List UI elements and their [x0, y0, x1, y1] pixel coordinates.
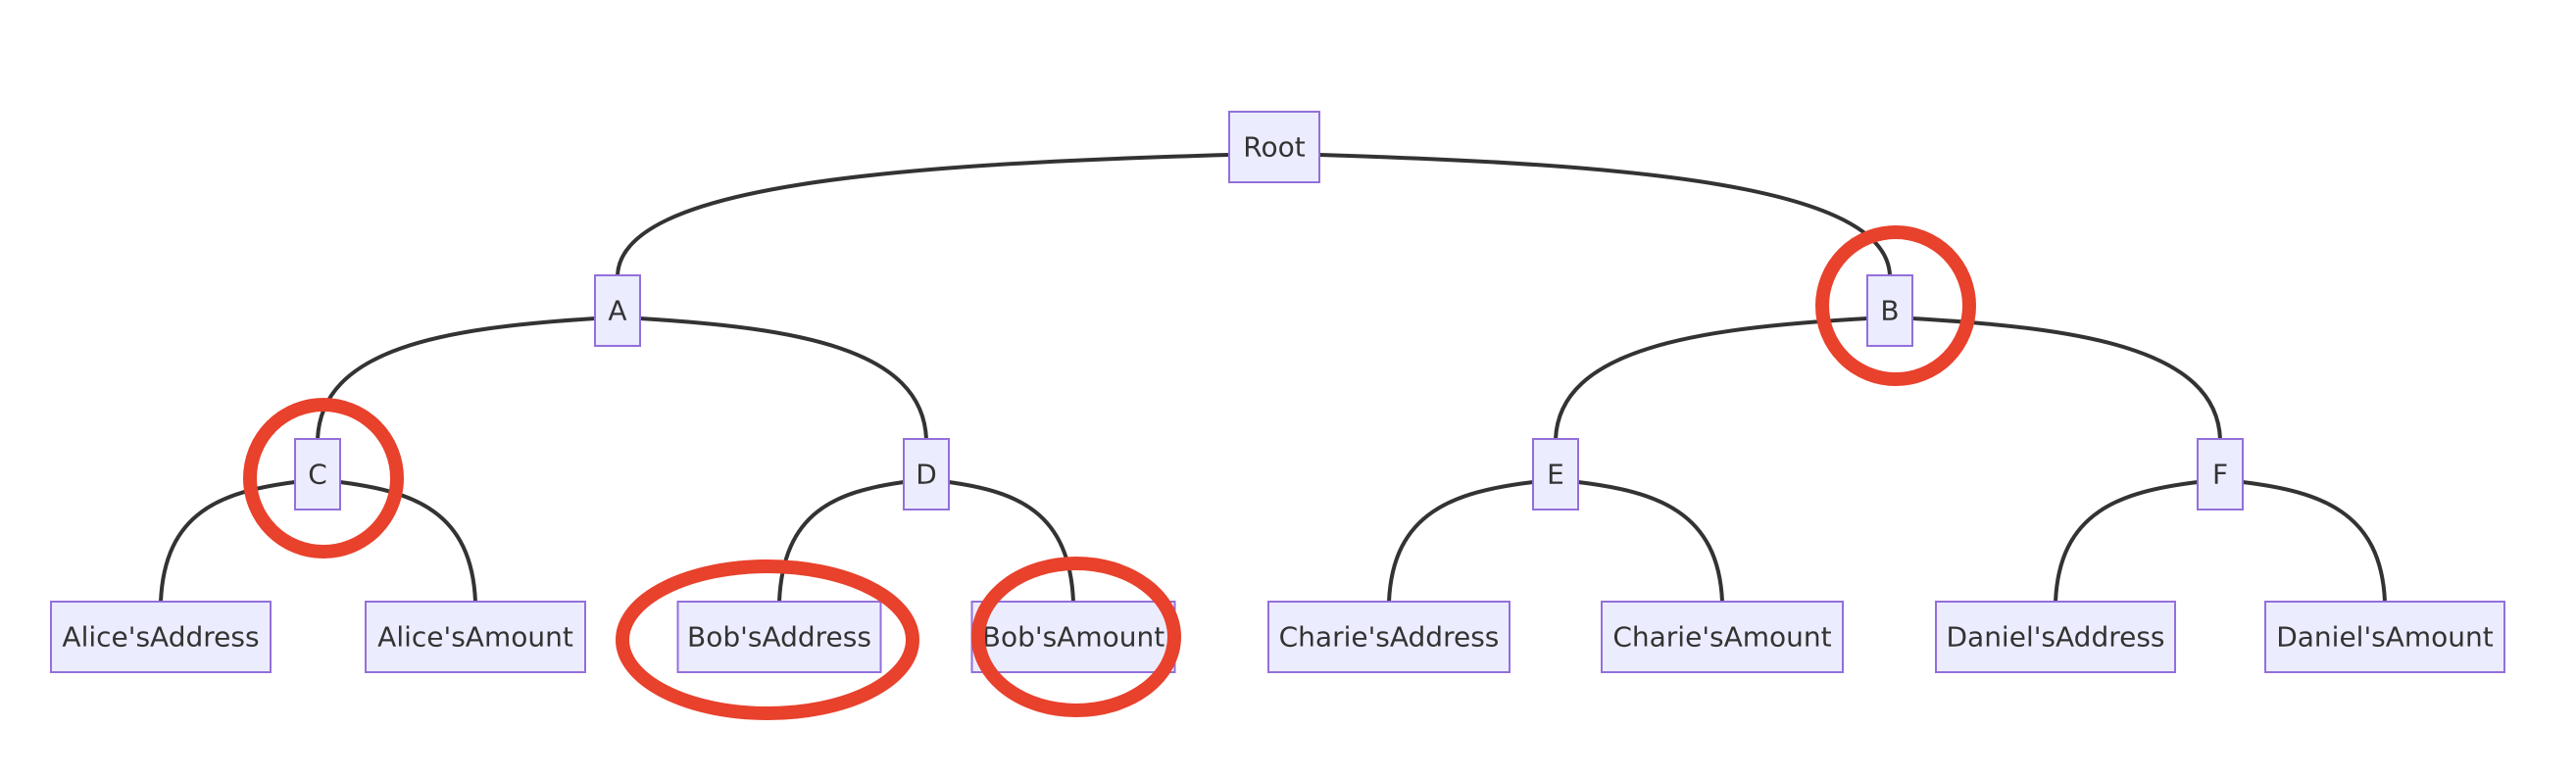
edges-layer [159, 153, 2387, 603]
edge-c-alice_amount [339, 480, 477, 603]
node-box [50, 601, 272, 673]
node-box [1935, 601, 2176, 673]
node-charie-amount: Charie'sAmount [1601, 601, 1844, 673]
node-label: Charie'sAmount [1612, 621, 1831, 654]
node-label: Bob'sAmount [982, 621, 1164, 654]
highlight-circle-c [243, 398, 404, 559]
node-label: E [1547, 459, 1564, 491]
node-daniel-address: Daniel'sAddress [1935, 601, 2176, 673]
edge-root-a [616, 153, 1230, 276]
node-label: Bob'sAddress [687, 621, 871, 654]
node-label: D [916, 459, 937, 491]
edge-b-e [1554, 316, 1868, 440]
edge-c-alice_address [159, 480, 296, 603]
edge-root-b [1318, 153, 1892, 276]
node-label: F [2212, 459, 2228, 491]
highlight-marks-layer [243, 225, 1976, 720]
node-box [1866, 274, 1913, 347]
node-root: Root [1228, 111, 1320, 183]
node-box [365, 601, 586, 673]
node-e: E [1532, 438, 1579, 511]
edge-e-charie_amount [1577, 480, 1724, 603]
node-bob-address: Bob'sAddress [676, 601, 882, 673]
node-box [676, 601, 882, 673]
node-label: A [608, 295, 626, 327]
highlight-circle-bob-amount [971, 557, 1181, 717]
node-f: F [2197, 438, 2244, 511]
node-alice-amount: Alice'sAmount [365, 601, 586, 673]
node-label: Charie'sAddress [1279, 621, 1500, 654]
node-c: C [294, 438, 341, 511]
node-box [970, 601, 1176, 673]
node-box [2264, 601, 2505, 673]
node-charie-address: Charie'sAddress [1267, 601, 1511, 673]
edge-e-charie_address [1387, 480, 1534, 603]
node-box [594, 274, 641, 347]
edge-f-daniel_address [2054, 480, 2199, 603]
node-alice-address: Alice'sAddress [50, 601, 272, 673]
node-box [1532, 438, 1579, 511]
node-label: Root [1243, 131, 1305, 164]
node-box [1601, 601, 1844, 673]
node-box [1267, 601, 1511, 673]
node-box [2197, 438, 2244, 511]
node-daniel-amount: Daniel'sAmount [2264, 601, 2505, 673]
node-box [1228, 111, 1320, 183]
node-box [903, 438, 950, 511]
node-box [294, 438, 341, 511]
node-label: C [308, 459, 327, 491]
node-label: Alice'sAmount [377, 621, 573, 654]
node-label: Alice'sAddress [62, 621, 259, 654]
node-bob-amount: Bob'sAmount [970, 601, 1176, 673]
edge-a-d [639, 316, 928, 440]
node-d: D [903, 438, 950, 511]
node-label: B [1880, 295, 1899, 327]
edge-b-f [1911, 316, 2222, 440]
node-a: A [594, 274, 641, 347]
node-label: Daniel'sAmount [2276, 621, 2494, 654]
node-label: Daniel'sAddress [1946, 621, 2164, 654]
node-b: B [1866, 274, 1913, 347]
edge-f-daniel_amount [2242, 480, 2387, 603]
highlight-circle-bob-address [616, 559, 919, 720]
edge-d-bob_amount [948, 480, 1075, 603]
highlight-circle-b [1815, 225, 1976, 386]
